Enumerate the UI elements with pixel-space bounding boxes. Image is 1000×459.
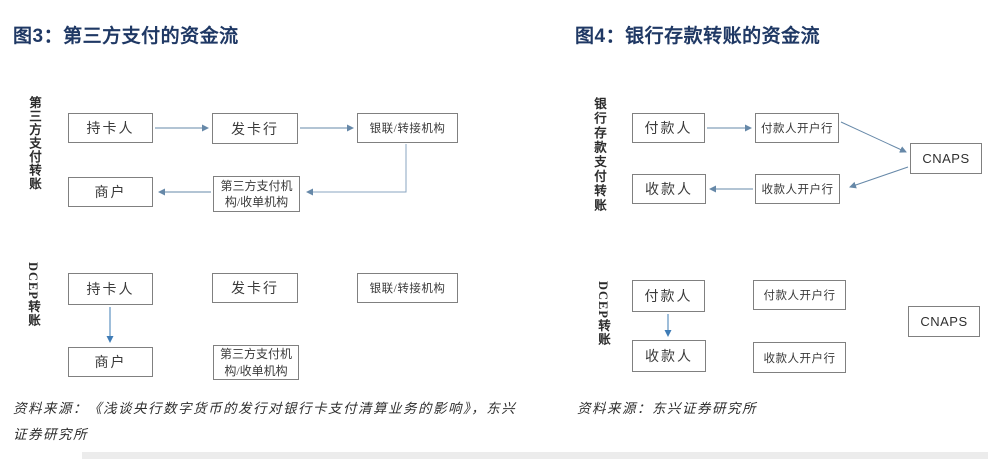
figure4-title: 图4：银行存款转账的资金流 xyxy=(575,26,821,47)
figure3-section-third-party-label: 第三方支付转账 xyxy=(27,96,41,191)
node-cnaps-bank-transfer: CNAPS xyxy=(910,143,982,174)
node-payer-bank-transfer: 付款人 xyxy=(632,113,705,143)
figure3-title: 图3：第三方支付的资金流 xyxy=(13,26,239,47)
node-cardholder-tp: 持卡人 xyxy=(68,113,153,143)
figure4-section-bank-transfer-label: 银行存款支付转账 xyxy=(592,97,606,213)
node-merchant-dcep: 商户 xyxy=(68,347,153,377)
node-payer-dcep: 付款人 xyxy=(632,280,705,312)
arrow-cnaps-to-payee-bank xyxy=(849,166,909,189)
source-note-figure3: 资料来源：《浅谈央行数字货币的发行对银行卡支付清算业务的影响》，东兴证券研究所 xyxy=(13,401,517,442)
node-payee-dcep: 收款人 xyxy=(632,340,706,372)
node-payer-bank-dcep: 付款人开户行 xyxy=(753,280,846,310)
figure3-section-dcep-label: DCEP转账 xyxy=(26,262,40,328)
figure4-section-dcep-label: DCEP转账 xyxy=(596,281,610,347)
arrow-payer-bank-to-cnaps xyxy=(840,121,907,153)
node-third-party-org-dcep: 第三方支付机构/收单机构 xyxy=(213,345,299,380)
node-third-party-org-tp: 第三方支付机构/收单机构 xyxy=(213,176,300,212)
node-cardholder-dcep: 持卡人 xyxy=(68,273,153,305)
node-issuer-dcep: 发卡行 xyxy=(212,273,298,303)
arrow-switch-org-to-third-party-org xyxy=(306,144,407,196)
node-payee-bank-dcep: 收款人开户行 xyxy=(753,342,846,373)
node-issuer-tp: 发卡行 xyxy=(212,113,298,144)
node-payee-bank-transfer: 收款人 xyxy=(632,174,706,204)
source-note-figure4: 资料来源：东兴证券研究所 xyxy=(577,401,757,416)
node-payer-bank-bank-transfer: 付款人开户行 xyxy=(755,113,839,143)
node-switch-org-dcep: 银联/转接机构 xyxy=(357,273,458,303)
node-switch-org-tp: 银联/转接机构 xyxy=(357,113,458,143)
node-merchant-tp: 商户 xyxy=(68,177,153,207)
node-cnaps-dcep: CNAPS xyxy=(908,306,980,337)
node-payee-bank-bank-transfer: 收款人开户行 xyxy=(755,174,840,204)
page-edge-strip xyxy=(82,452,988,459)
